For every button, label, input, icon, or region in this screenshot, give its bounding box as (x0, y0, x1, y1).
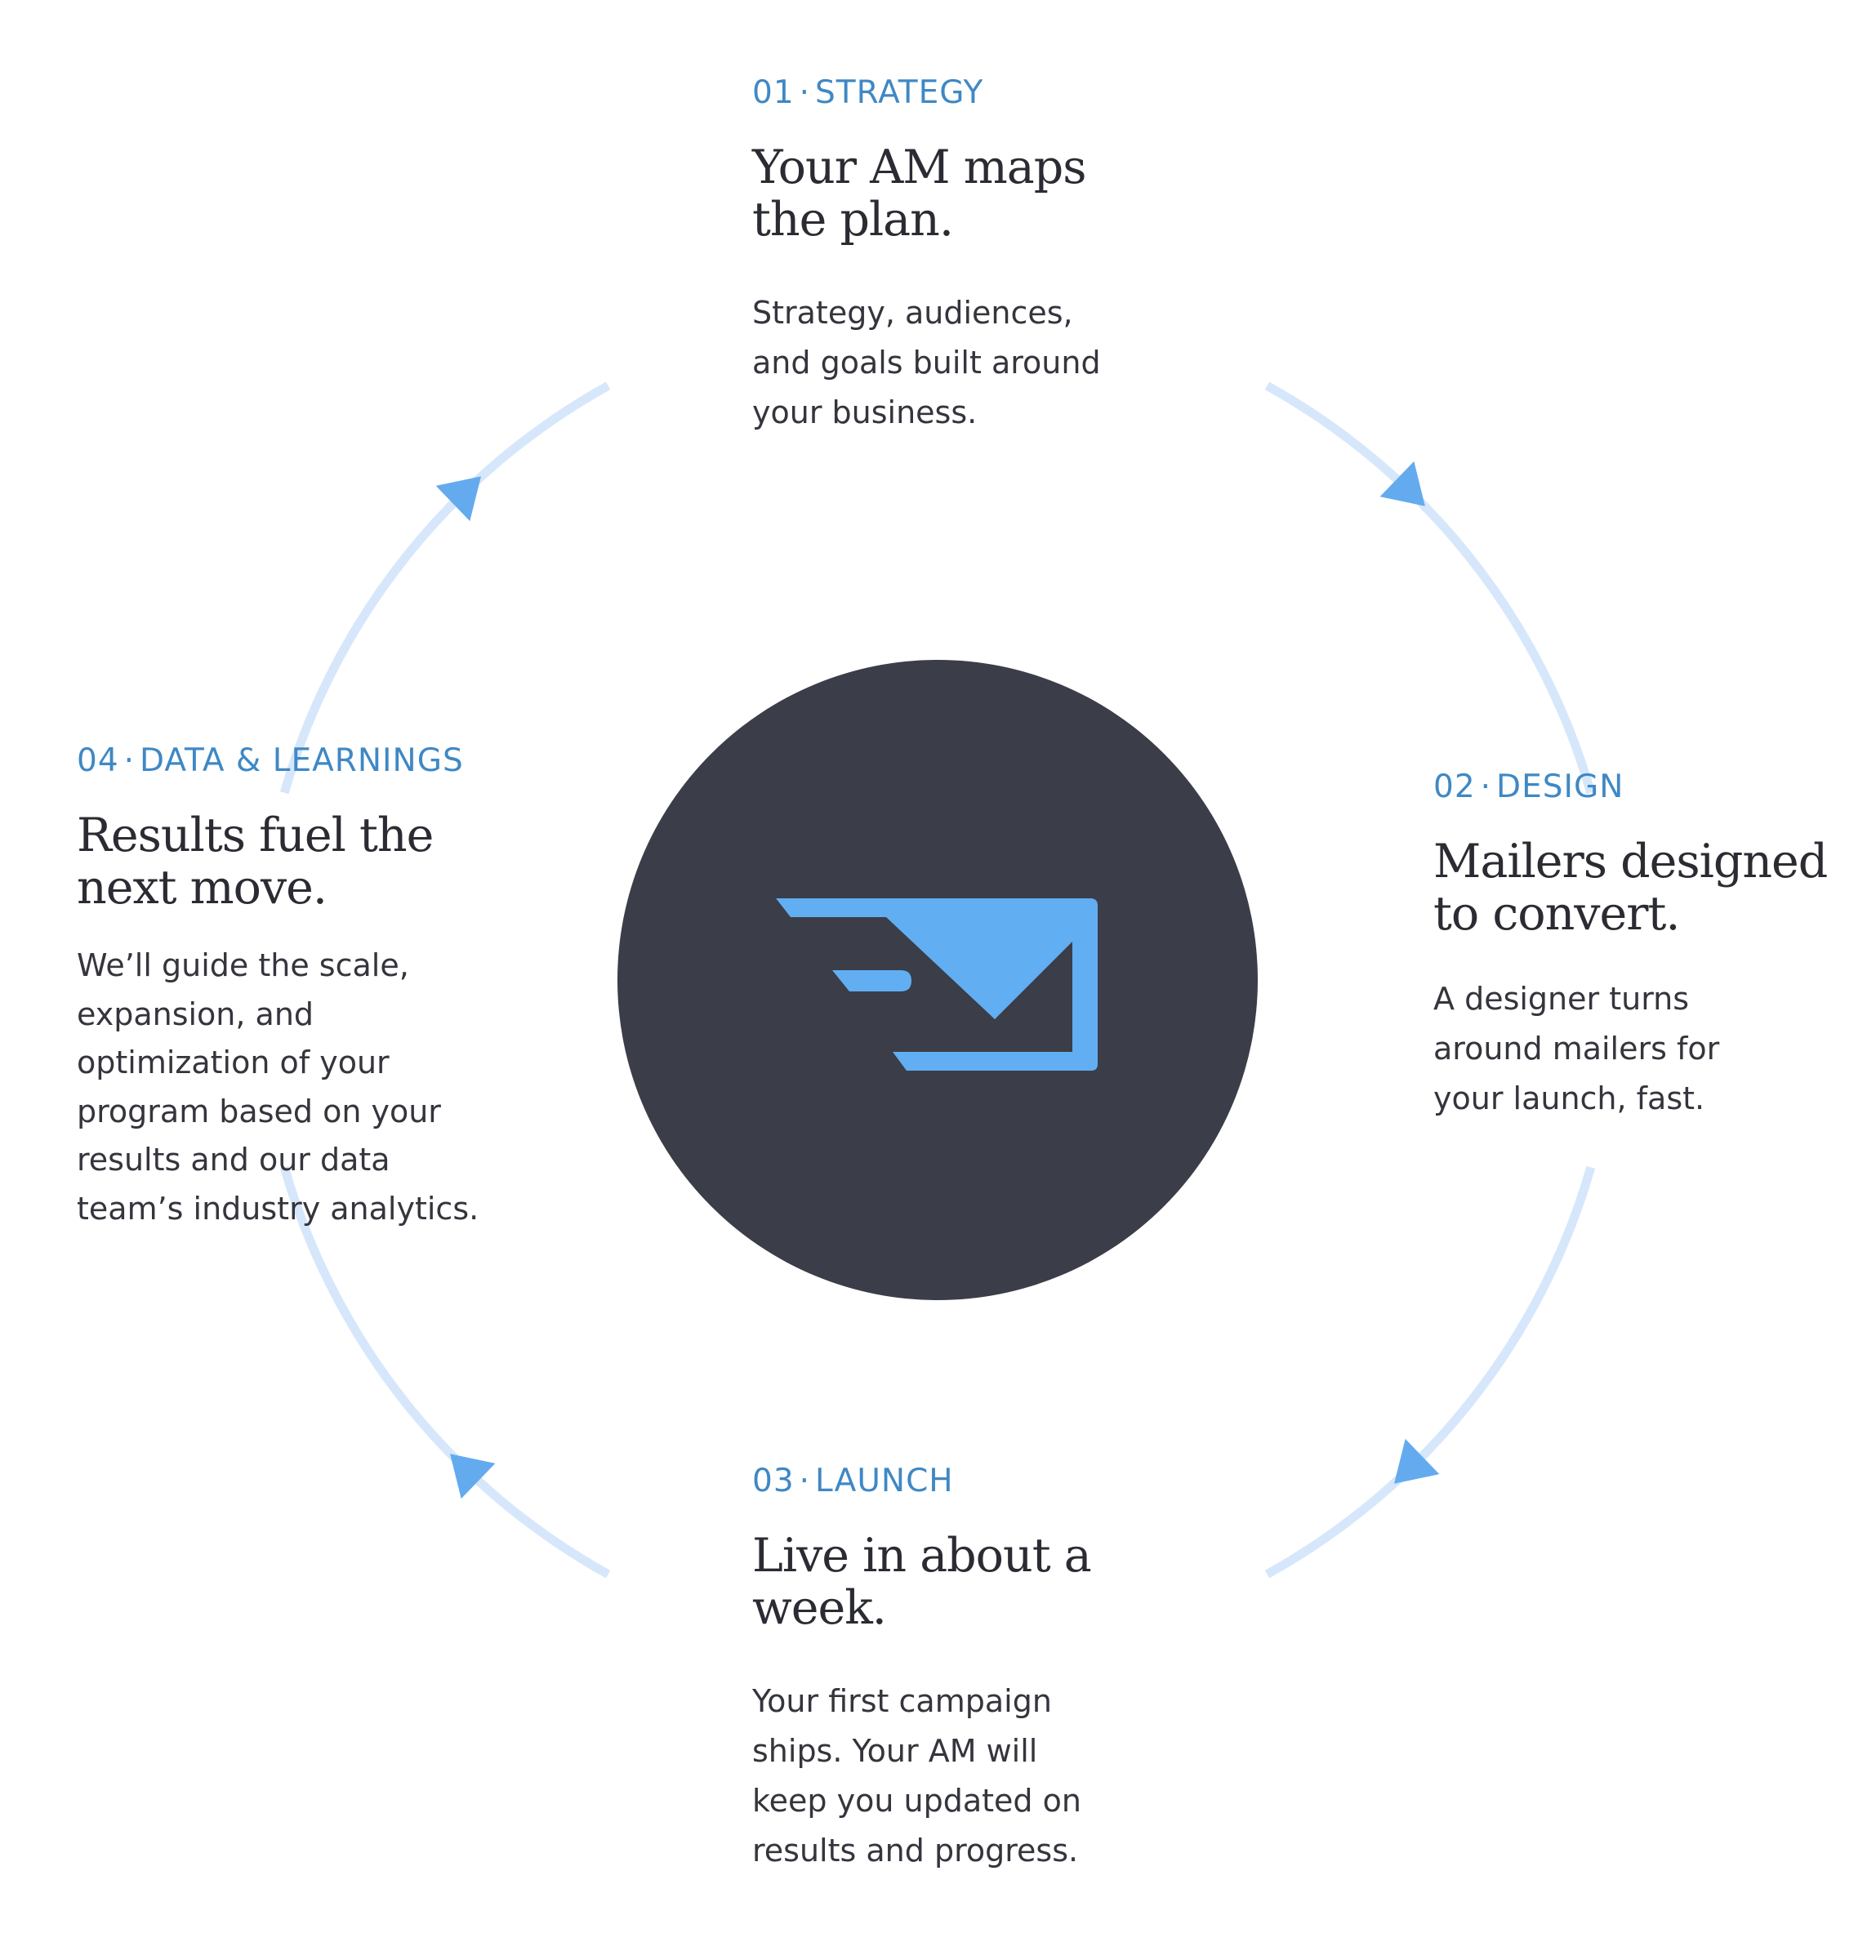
step-launch: 03·LAUNCH Live in about a week. Your fir… (752, 1465, 1177, 1876)
step-description-line: and goals built around (752, 345, 1101, 381)
arc-strategy-to-design (1264, 381, 1596, 795)
hub-circle (617, 660, 1258, 1300)
arc-launch-to-data (279, 1165, 611, 1579)
envelope-outline (776, 898, 1098, 1071)
step-separator: · (1480, 768, 1492, 805)
step-description: Strategy, audiences, and goals built aro… (752, 288, 1177, 438)
step-description-line: team’s industry analytics. (77, 1190, 479, 1227)
step-label: 01·STRATEGY (752, 77, 1177, 109)
step-description: A designer turns around mailers for your… (1433, 974, 1866, 1124)
step-separator: · (123, 742, 136, 779)
step-label: 04·DATA & LEARNINGS (77, 745, 567, 777)
arrow-to-launch-icon (1394, 1438, 1440, 1484)
step-separator: · (799, 1463, 811, 1499)
arc-design-to-launch (1264, 1165, 1596, 1579)
step-heading-line: Results fuel the (77, 808, 434, 862)
step-label: 02·DESIGN (1433, 771, 1866, 803)
arrow-to-data-icon (450, 1454, 496, 1499)
envelope-flap (980, 904, 1090, 1019)
step-description-line: We’ll guide the scale, (77, 947, 409, 983)
step-description-line: program based on your (77, 1093, 441, 1129)
arrow-to-strategy-icon (435, 476, 481, 522)
step-description: We’ll guide the scale, expansion, and op… (77, 942, 567, 1233)
step-heading-line: Mailers designed (1433, 835, 1828, 889)
step-description-line: results and our data (77, 1142, 390, 1178)
step-description-line: around mailers for (1433, 1031, 1720, 1067)
step-heading-line: the plan. (752, 193, 954, 247)
step-heading-line: to convert. (1433, 887, 1681, 941)
envelope-logo-icon (776, 898, 1098, 1071)
step-heading: Results fuel the next move. (77, 809, 567, 914)
step-description-line: your launch, fast. (1433, 1080, 1705, 1116)
step-description-line: ships. Your AM will (752, 1733, 1038, 1769)
step-label-text: LAUNCH (815, 1463, 954, 1499)
step-description-line: expansion, and (77, 996, 314, 1032)
step-heading-line: Your AM maps (752, 140, 1087, 194)
step-description: Your first campaign ships. Your AM will … (752, 1677, 1177, 1876)
speed-dash (832, 970, 911, 991)
step-description-line: Your first campaign (752, 1683, 1052, 1719)
step-data-learnings: 04·DATA & LEARNINGS Results fuel the nex… (77, 745, 567, 1233)
step-separator: · (799, 74, 811, 111)
step-label-text: DATA & LEARNINGS (140, 742, 464, 779)
step-description-line: your business. (752, 394, 978, 430)
step-number: 04 (77, 742, 119, 779)
step-label-text: DESIGN (1496, 768, 1624, 805)
step-description-line: Strategy, audiences, (752, 295, 1073, 331)
step-description-line: optimization of your (77, 1045, 390, 1080)
step-label: 03·LAUNCH (752, 1465, 1177, 1497)
step-description-line: results and progress. (752, 1833, 1079, 1869)
step-description-line: A designer turns (1433, 981, 1690, 1017)
step-number: 01 (752, 74, 795, 111)
step-description-line: keep you updated on (752, 1783, 1081, 1819)
step-heading: Your AM maps the plan. (752, 141, 1177, 246)
arrow-to-design-icon (1379, 461, 1425, 506)
step-strategy: 01·STRATEGY Your AM maps the plan. Strat… (752, 77, 1177, 438)
step-heading-line: Live in about a (752, 1529, 1092, 1583)
step-number: 02 (1433, 768, 1476, 805)
arc-data-to-strategy (279, 381, 611, 795)
step-heading-line: week. (752, 1581, 887, 1635)
step-heading: Live in about a week. (752, 1530, 1177, 1634)
step-number: 03 (752, 1463, 795, 1499)
step-label-text: STRATEGY (815, 74, 984, 111)
step-heading: Mailers designed to convert. (1433, 835, 1866, 940)
step-heading-line: next move. (77, 861, 328, 915)
step-design: 02·DESIGN Mailers designed to convert. A… (1433, 771, 1866, 1124)
